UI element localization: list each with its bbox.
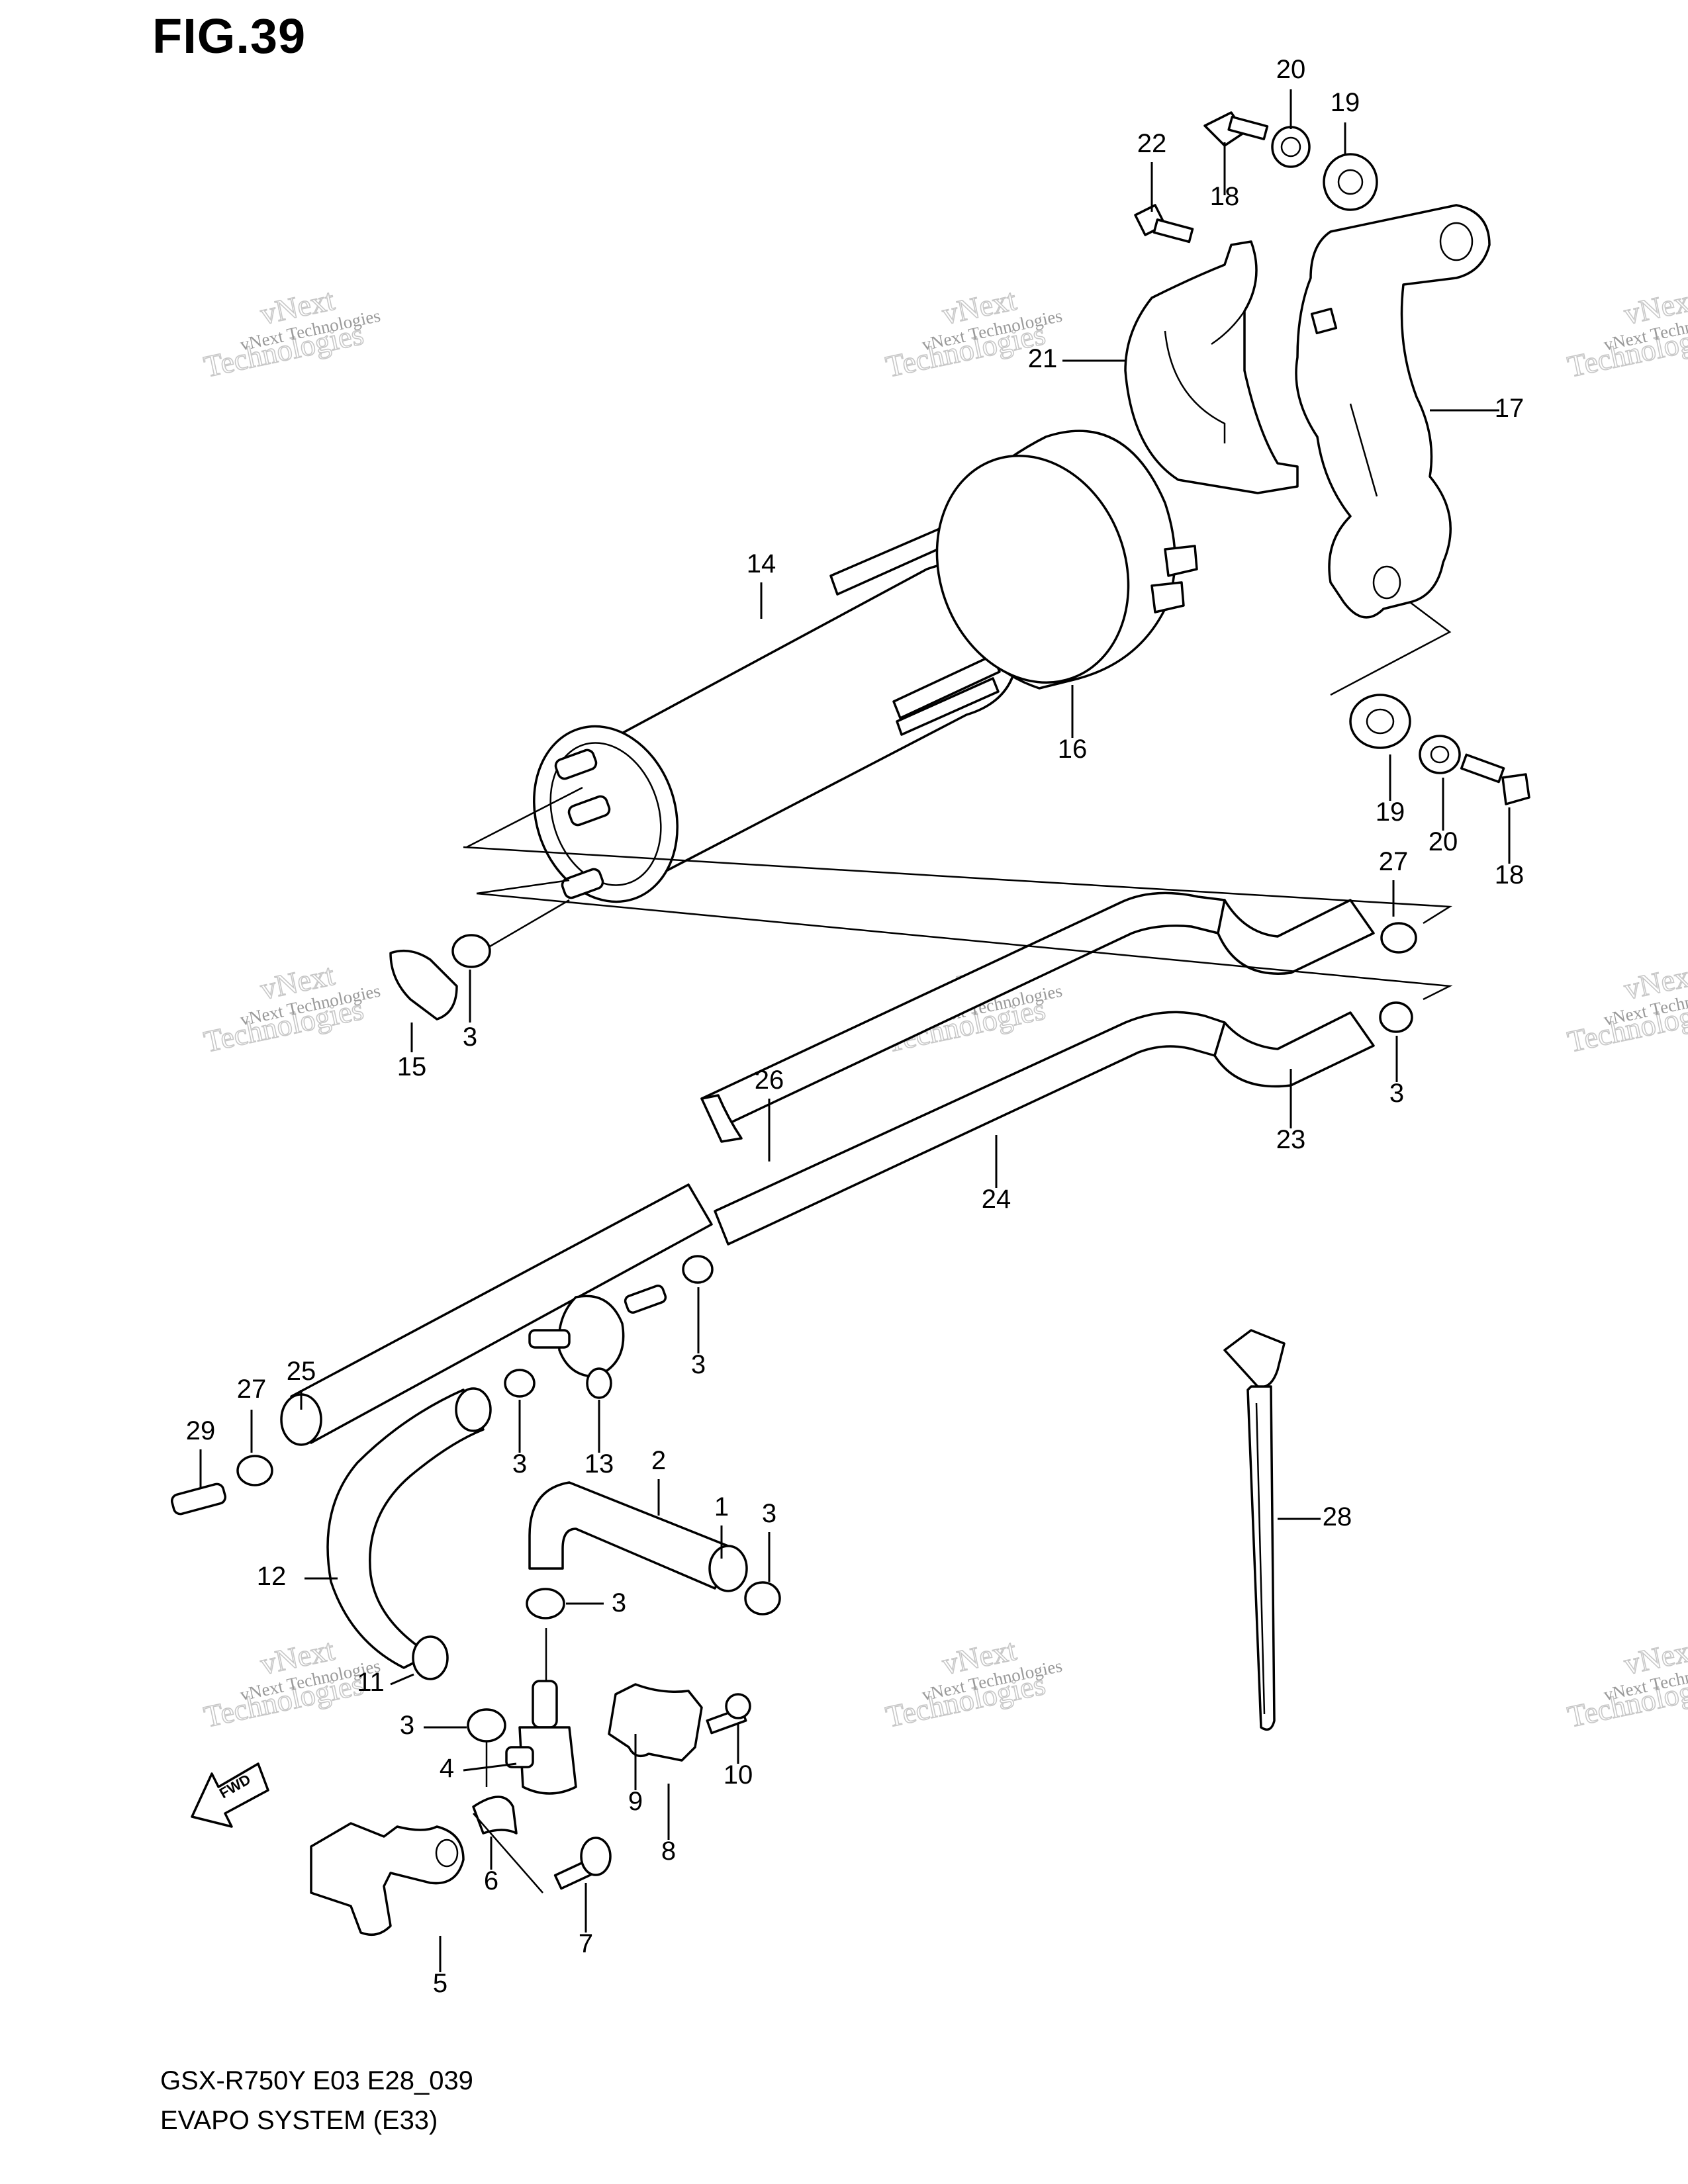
- callout-18: 18: [1210, 182, 1240, 211]
- holder-bracket: [1124, 240, 1299, 494]
- callout-3: 3: [512, 1449, 527, 1479]
- leader-line: [390, 1673, 414, 1686]
- callout-16: 16: [1058, 735, 1088, 764]
- leader-lines: [199, 89, 1511, 1972]
- parts: FWD: [170, 111, 1530, 1936]
- callout-13: 13: [585, 1449, 614, 1479]
- callout-3: 3: [1389, 1079, 1404, 1108]
- callout-28: 28: [1323, 1502, 1352, 1531]
- leader-line: [463, 1762, 517, 1772]
- callout-9: 9: [628, 1787, 643, 1816]
- callout-7: 7: [579, 1929, 593, 1958]
- watermark: vNext Technologies vNext Technologies: [1564, 1632, 1688, 1734]
- callout-24: 24: [982, 1185, 1011, 1214]
- hose-26: [700, 1094, 743, 1143]
- callout-5: 5: [433, 1969, 447, 1998]
- figure-title: FIG.39: [152, 9, 306, 64]
- callout-20: 20: [1276, 55, 1306, 84]
- watermark: vNext Technologies vNext Technologies: [1564, 282, 1688, 384]
- callout-20: 20: [1429, 827, 1458, 856]
- callout-27: 27: [1379, 847, 1409, 876]
- callout-21: 21: [1028, 344, 1058, 373]
- bracket-5: [310, 1796, 612, 1936]
- assembly-guides: [463, 602, 1453, 1893]
- callout-3: 3: [691, 1350, 706, 1379]
- watermark: vNext Technologies vNext Technologies: [882, 282, 1064, 384]
- nipple-29: [170, 1482, 227, 1516]
- callout-3: 3: [463, 1023, 477, 1052]
- callout-19: 19: [1376, 797, 1405, 827]
- callout-22: 22: [1137, 129, 1167, 158]
- callout-17: 17: [1495, 394, 1524, 423]
- hose-clamps: [236, 922, 1417, 1743]
- callout-11: 11: [357, 1668, 385, 1697]
- hose-23: [1213, 899, 1375, 1088]
- bracket-8: [608, 1683, 751, 1762]
- watermark: vNext Technologies vNext Technologies: [201, 282, 383, 384]
- valve-13: [528, 1285, 667, 1399]
- callout-18: 18: [1495, 860, 1524, 889]
- callout-8: 8: [661, 1837, 676, 1866]
- hose-12: [326, 1387, 492, 1680]
- watermark: vNext Technologies vNext Technologies: [882, 1632, 1064, 1734]
- callout-26: 26: [755, 1066, 784, 1095]
- callout-6: 6: [484, 1866, 498, 1895]
- callout-3: 3: [612, 1588, 626, 1617]
- hardware-top: [1134, 111, 1378, 244]
- watermark: vNext Technologies vNext Technologies: [1564, 957, 1688, 1059]
- callout-14: 14: [747, 549, 776, 578]
- callout-labels: 2019221821171416192018273153262324325272…: [186, 55, 1524, 1998]
- callout-4: 4: [440, 1754, 454, 1783]
- callout-10: 10: [724, 1760, 753, 1790]
- cap-15: [389, 949, 458, 1021]
- callout-3: 3: [762, 1499, 776, 1528]
- watermark: vNext Technologies vNext Technologies: [201, 957, 383, 1059]
- callout-27: 27: [237, 1375, 267, 1404]
- hose-2: [528, 1481, 748, 1592]
- callout-3: 3: [400, 1711, 414, 1740]
- fitting-4: [505, 1680, 577, 1795]
- fwd-arrow-icon: FWD: [191, 1762, 269, 1828]
- callout-2: 2: [651, 1446, 666, 1475]
- system-name: EVAPO SYSTEM (E33): [160, 2106, 438, 2135]
- cable-tie: [1223, 1329, 1286, 1731]
- callout-12: 12: [257, 1562, 287, 1591]
- callout-29: 29: [186, 1416, 216, 1445]
- model-code: GSX-R750Y E03 E28_039: [160, 2066, 473, 2095]
- hardware-right: [1349, 694, 1530, 805]
- callout-19: 19: [1331, 88, 1360, 117]
- hose-25: [280, 1183, 713, 1446]
- callout-25: 25: [287, 1357, 316, 1386]
- callout-15: 15: [397, 1052, 427, 1081]
- canister-band: [935, 430, 1198, 690]
- callout-1: 1: [714, 1492, 729, 1522]
- callout-23: 23: [1276, 1125, 1306, 1154]
